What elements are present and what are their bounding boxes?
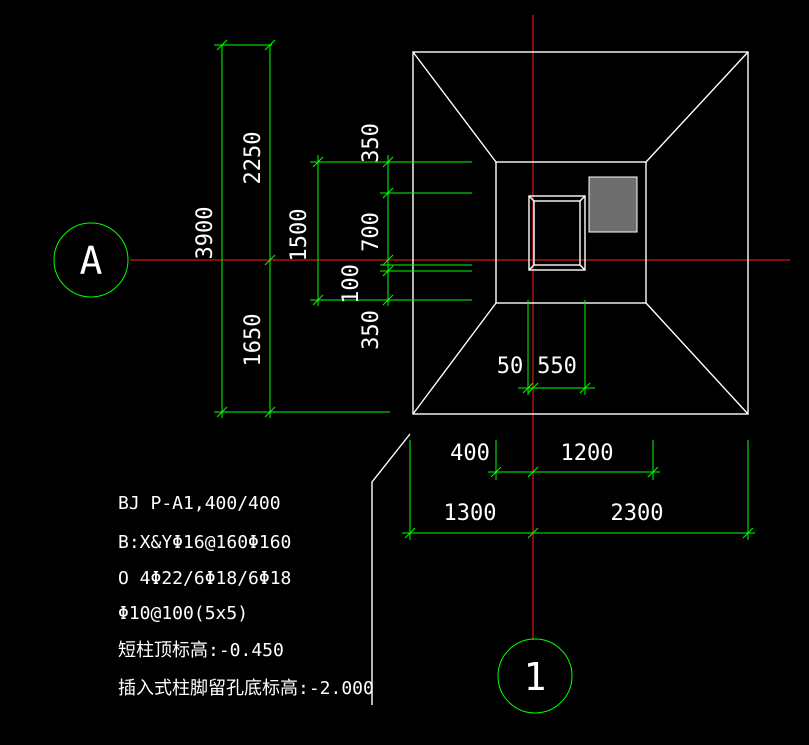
axis-lines [130,15,790,640]
dim-text-350-top: 350 [359,123,384,163]
slope-line-top-right [645,51,749,163]
dim-text-2250: 2250 [241,132,266,185]
tick [742,527,754,539]
column-socket-outer [528,195,586,271]
note-bottom-rebar: B:X&YΦ16@160Φ160 [118,532,291,553]
grid-labels: A 1 [80,239,547,699]
tick [382,294,394,306]
dimension-lines [53,39,755,714]
tick [527,466,539,478]
footing-plan [371,51,749,705]
tick [312,156,324,168]
socket-corner-tl [528,195,535,202]
slope-line-top-left [412,51,497,163]
tick [527,527,539,539]
tick [216,39,228,51]
tick [490,466,502,478]
tick [579,382,591,394]
footing-base-outline [412,51,749,415]
column-section-shaded [588,176,638,233]
tick [522,382,534,394]
note-pedestal-top-elevation: 短柱顶标高:-0.450 [118,640,284,661]
dim-text-2300: 2300 [611,501,664,526]
dimension-texts: 3900 2250 1650 1500 350 700 100 350 50 5… [193,123,663,526]
tick [647,466,659,478]
note-column-rebar: O 4Φ22/6Φ18/6Φ18 [118,568,291,589]
note-footing-id: BJ P-A1,400/400 [118,493,281,514]
note-stirrups: Φ10@100(5x5) [118,603,248,624]
grid-bubble-a [53,222,129,298]
grid-label-a: A [80,239,103,283]
tick [382,254,394,266]
socket-corner-br [579,264,586,271]
dim-text-1650: 1650 [241,314,266,367]
tick [264,406,276,418]
tick [216,406,228,418]
grid-bubble-1 [497,638,573,714]
dim-text-550: 550 [537,354,577,379]
dim-text-1500: 1500 [287,209,312,262]
column-socket-inner [533,200,581,266]
slope-line-bottom-right [645,302,749,415]
dim-text-400: 400 [450,441,490,466]
dim-text-100: 100 [339,264,364,304]
tick [404,527,416,539]
dim-text-1200: 1200 [561,441,614,466]
dim-text-50: 50 [497,354,524,379]
tick [527,382,539,394]
dim-text-3900: 3900 [193,207,218,260]
note-socket-bottom-elevation: 插入式柱脚留孔底标高:-2.000 [118,678,374,699]
tick [382,187,394,199]
slope-line-bottom-left [412,302,497,415]
tick [264,254,276,266]
dim-text-700: 700 [359,212,384,252]
pedestal-outline [495,161,647,304]
socket-corner-bl [528,264,535,271]
grid-label-1: 1 [524,655,547,699]
tick [382,156,394,168]
break-line [371,433,411,705]
tick [264,39,276,51]
tick [382,265,394,277]
footing-notes: BJ P-A1,400/400 B:X&YΦ16@160Φ160 O 4Φ22/… [118,493,374,699]
dim-text-1300: 1300 [444,501,497,526]
socket-corner-tr [579,195,586,202]
dim-text-350-bottom: 350 [359,310,384,350]
tick [312,294,324,306]
